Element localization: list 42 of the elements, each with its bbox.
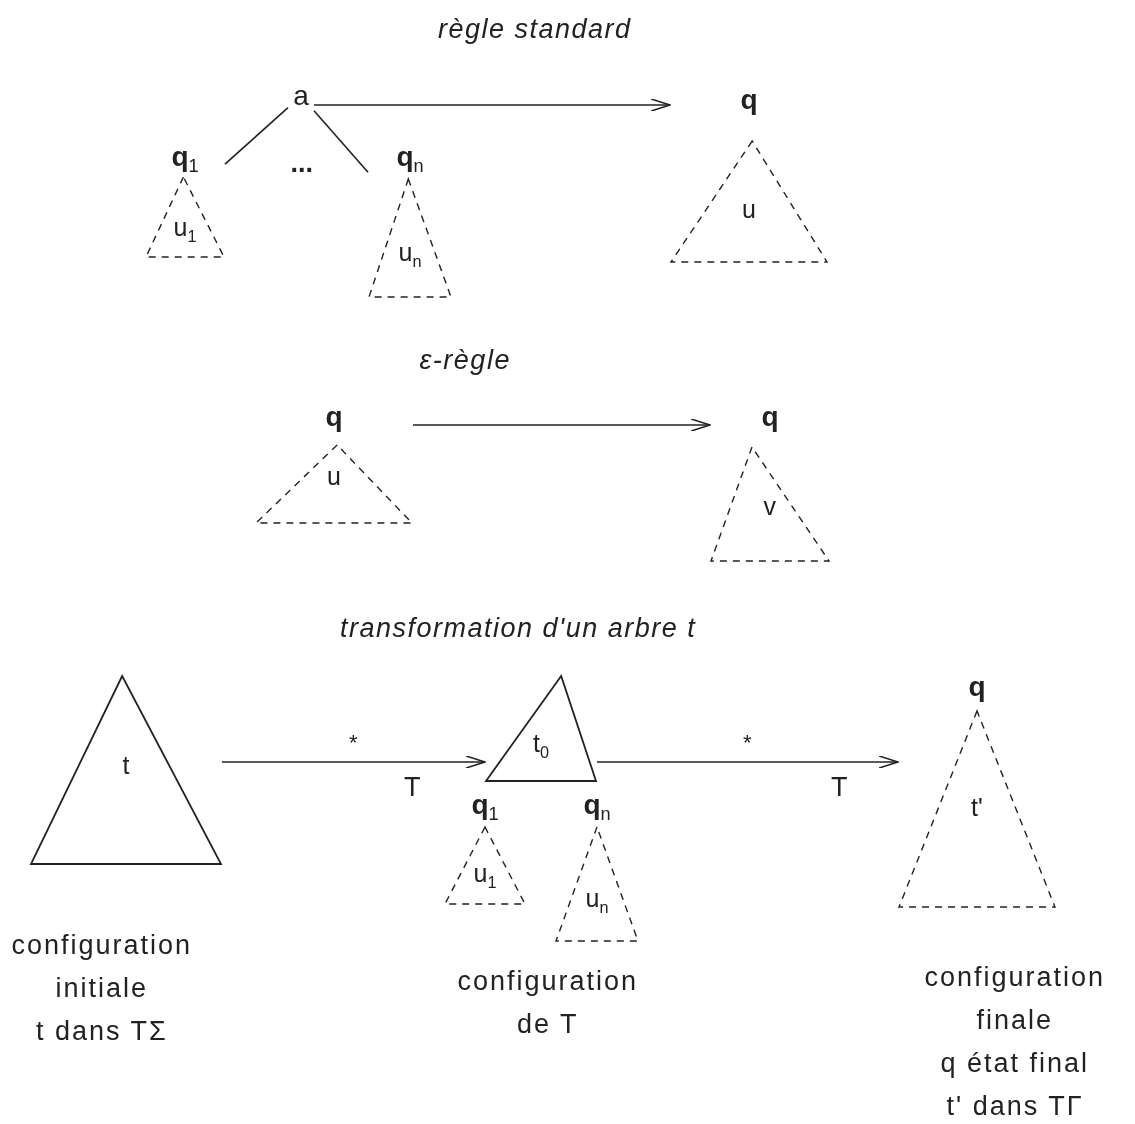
state-label: q [968,672,986,702]
caption-line: q état final [940,1048,1090,1078]
subtree-label: u$_{n}$ [585,884,609,918]
state-label: q$_{1}$ [471,790,499,827]
arrow [412,418,711,432]
arrow-subscript: T [404,772,421,802]
section-title: règle standard [438,14,632,44]
subtree-label: v [763,492,776,521]
section-title: ε-règle [419,345,511,375]
caption-line: finale [976,1005,1054,1035]
subtree-label: t [122,751,130,779]
caption-line: t dans TΣ [36,1016,168,1046]
state-label: q$_{n}$ [583,790,611,827]
subtree-label: u$_{1}$ [473,859,497,893]
subtree-label: u [742,195,756,224]
caption-line: configuration [11,930,193,960]
subtree-label: u$_{n}$ [398,238,422,272]
arrow [221,755,486,769]
caption-line: configuration [457,966,639,996]
triangle-subtree [30,675,222,865]
caption-line: de T [517,1009,579,1039]
state-label: q [761,402,779,432]
arrow-subscript: T [831,772,848,802]
arrow [313,98,671,112]
state-label: q$_{1}$ [171,142,199,179]
state-label: q$_{n}$ [396,142,424,179]
state-label: q [325,402,343,432]
caption-line: initiale [55,973,149,1003]
triangle-subtree [485,675,597,782]
caption-line: t' dans TΓ [946,1091,1084,1121]
node-label: a [288,80,314,112]
tree-branch-line [224,106,289,165]
arrow [596,755,899,769]
subtree-label: u$_{1}$ [173,212,197,247]
tree-branch-line [313,110,369,173]
section-title: transformation d'un arbre t [340,613,697,643]
subtree-label: u [327,461,341,490]
caption-line: configuration [924,962,1106,992]
state-label: q [740,85,758,115]
subtree-label: t$_{0}$ [533,728,549,763]
subtree-label: t' [971,793,983,822]
ellipsis: ... [290,148,313,178]
